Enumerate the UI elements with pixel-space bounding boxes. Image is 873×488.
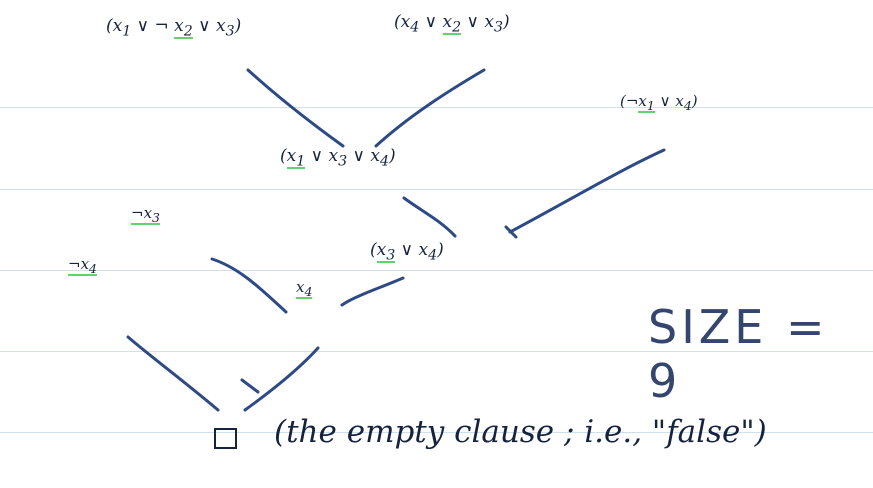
edge-c1-c4 [246,68,345,148]
ruled-line [0,107,873,108]
edge-c3-c6-tick [504,225,518,239]
clause-c6: (x3 ∨ x4) [370,240,444,264]
clause-c1: (x1 ∨ ¬ x2 ∨ x3) [106,16,242,40]
edge-c8-empty [243,346,320,412]
ruled-line [0,432,873,433]
clause-c4: (x1 ∨ x3 ∨ x4) [280,146,396,170]
edge-c6-c8 [340,276,405,307]
edge-c2-c4 [374,68,486,148]
clause-c3: (¬x1 ∨ x4) [620,92,698,113]
edge-c4-c6 [402,196,457,238]
ruled-line [0,270,873,271]
edge-c3-c6 [508,148,666,234]
clause-c7: ¬x4 [68,255,97,276]
clause-c2: (x4 ∨ x2 ∨ x3) [394,12,510,36]
ruled-line [0,351,873,352]
edge-c5-c8 [210,257,288,314]
clause-c5: ¬x3 [131,204,160,225]
clause-c8: x4 [296,278,313,299]
size-label: SIZE = 9 [648,300,829,408]
ruled-line [0,189,873,190]
empty-clause-box [214,428,237,449]
edge-stray-mark [240,378,260,394]
empty-clause-caption: (the empty clause ; i.e., "false") [274,414,767,450]
edge-c7-empty [126,335,220,412]
